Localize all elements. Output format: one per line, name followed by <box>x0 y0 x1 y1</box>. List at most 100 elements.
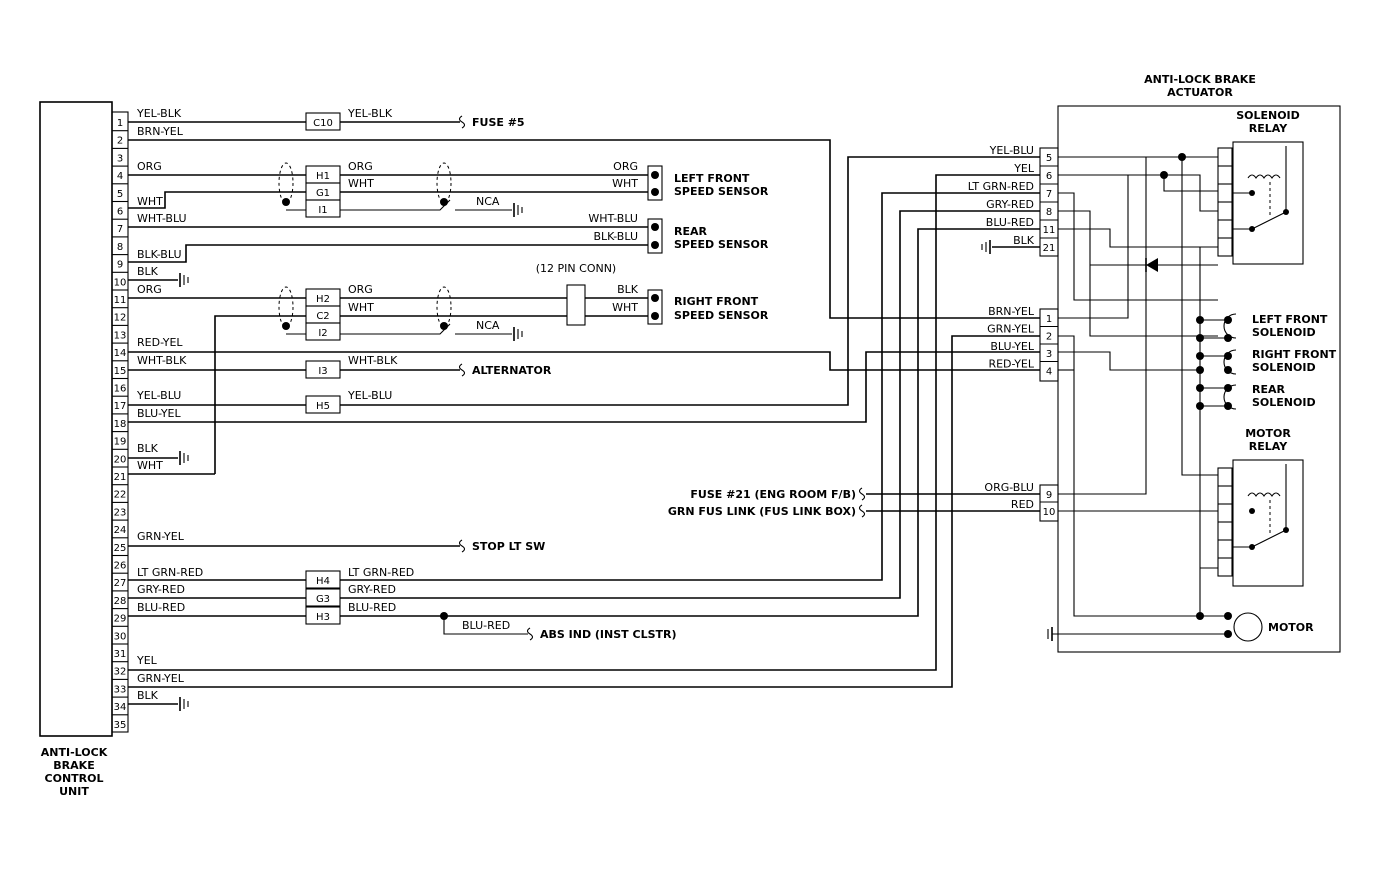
actuator-pin-11: 11 <box>1043 225 1056 236</box>
pin-number-3: 3 <box>117 153 123 164</box>
control-unit-body <box>39 101 113 737</box>
pin-number-27: 27 <box>114 578 127 589</box>
pin-number-17: 17 <box>114 401 127 412</box>
connector-i2: I2 <box>318 328 327 339</box>
connector-c10: C10 <box>313 118 333 129</box>
control-unit-title-4: UNIT <box>59 785 89 798</box>
pin-number-9: 9 <box>117 260 123 271</box>
wire-label-pin7: WHT-BLU <box>137 212 187 225</box>
actuator-pin-5: 5 <box>1046 153 1052 164</box>
pin-number-23: 23 <box>114 507 127 518</box>
rf-sensor-wire-b: WHT <box>612 301 638 314</box>
speed-sensors: ORG WHT LEFT FRONT SPEED SENSOR WHT-BLU … <box>536 160 769 325</box>
wire-label-pin33: GRN-YEL <box>137 672 185 685</box>
pin-number-11: 11 <box>114 295 127 306</box>
wire-label-pin14: RED-YEL <box>137 336 183 349</box>
ground-symbols <box>179 203 1053 711</box>
rear-solenoid-label-2: SOLENOID <box>1252 396 1316 409</box>
rf-sensor-wire-a: BLK <box>617 283 639 296</box>
lf-sensor-label-2: SPEED SENSOR <box>674 185 769 198</box>
motor-relay-label-2: RELAY <box>1249 440 1288 453</box>
ecu-wire-labels: YEL-BLK BRN-YEL ORG WHT WHT-BLU BLK-BLU … <box>136 107 203 702</box>
junction-dots <box>282 198 448 620</box>
inline-connectors: C10 H1 G1 I1 H2 C2 I2 I3 H5 H4 G3 H3 <box>305 112 586 625</box>
actuator-wire-label-5: YEL-BLU <box>989 144 1034 157</box>
rf-solenoid-label-2: SOLENOID <box>1252 361 1316 374</box>
actuator-wire-label-2: GRN-YEL <box>987 323 1035 336</box>
motor-label: MOTOR <box>1268 621 1314 634</box>
dest-alternator: ALTERNATOR <box>472 364 552 377</box>
wire-label-pin34: BLK <box>137 689 159 702</box>
wire-label-h1-out: ORG <box>348 160 373 173</box>
wire-label-h3-out: BLU-RED <box>348 601 396 614</box>
pin-number-35: 35 <box>114 720 127 731</box>
connector-h1: H1 <box>316 171 330 182</box>
dest-stop-lt-sw: STOP LT SW <box>472 540 545 553</box>
ground-icon <box>513 203 523 217</box>
ground-icon <box>513 327 523 341</box>
pin-number-12: 12 <box>114 313 127 324</box>
rear-sensor-label-2: SPEED SENSOR <box>674 238 769 251</box>
actuator-pin-21: 21 <box>1043 243 1056 254</box>
solenoid-relay: SOLENOID RELAY <box>1217 109 1304 265</box>
actuator-wire-label-7: LT GRN-RED <box>968 180 1034 193</box>
actuator-pin-6: 6 <box>1046 171 1052 182</box>
wire-label-pin9: BLK-BLU <box>137 248 182 261</box>
wire-label-pin2: BRN-YEL <box>137 125 184 138</box>
pin-number-25: 25 <box>114 543 127 554</box>
actuator-body <box>1057 105 1341 653</box>
wire-label-pin18: BLU-YEL <box>137 407 182 420</box>
rear-sensor-label-1: REAR <box>674 225 707 238</box>
connector-h2: H2 <box>316 294 330 305</box>
control-unit-title-1: ANTI-LOCK <box>41 746 108 759</box>
pin-number-5: 5 <box>117 189 123 200</box>
control-unit-title-2: BRAKE <box>53 759 94 772</box>
actuator-wire-label-11: BLU-RED <box>986 216 1034 229</box>
pin-number-4: 4 <box>117 171 123 182</box>
actuator-pin-3: 3 <box>1046 349 1052 360</box>
ground-icon <box>179 697 189 711</box>
motor-relay: MOTOR RELAY <box>1200 427 1304 587</box>
connector-h5: H5 <box>316 401 330 412</box>
connector-g1: G1 <box>316 188 330 199</box>
lf-sensor-label-1: LEFT FRONT <box>674 172 750 185</box>
motor-relay-label-1: MOTOR <box>1245 427 1291 440</box>
lf-solenoid-label-1: LEFT FRONT <box>1252 313 1328 326</box>
wire-label-pin1: YEL-BLK <box>136 107 182 120</box>
dest-nca-1: NCA <box>476 195 500 208</box>
wire-label-abs-ind: BLU-RED <box>462 619 510 632</box>
wire-label-h5-out: YEL-BLU <box>347 389 392 402</box>
wire-label-pin25: GRN-YEL <box>137 530 185 543</box>
actuator-pin-4: 4 <box>1046 367 1052 378</box>
dest-fuse21: FUSE #21 (ENG ROOM F/B) <box>690 488 856 501</box>
ground-icon <box>1047 627 1053 641</box>
pin-number-21: 21 <box>114 472 127 483</box>
pin-number-6: 6 <box>117 207 123 218</box>
twelve-pin-connector-label: (12 PIN CONN) <box>536 262 616 275</box>
connector-c2: C2 <box>316 311 329 322</box>
wire-label-h2-out: ORG <box>348 283 373 296</box>
rf-solenoid-label-1: RIGHT FRONT <box>1252 348 1337 361</box>
pin-number-19: 19 <box>114 437 127 448</box>
wire-label-pin4: ORG <box>137 160 162 173</box>
wire-label-pin15: WHT-BLK <box>137 354 187 367</box>
wire-label-c2-out: WHT <box>348 301 374 314</box>
wire-label-pin5: WHT <box>137 195 163 208</box>
pin-number-32: 32 <box>114 667 127 678</box>
destinations: FUSE #5 ALTERNATOR STOP LT SW ABS IND (I… <box>458 115 866 641</box>
solenoid-relay-label-2: RELAY <box>1249 122 1288 135</box>
dest-abs-ind: ABS IND (INST CLSTR) <box>540 628 677 641</box>
wire-paths <box>128 121 1040 705</box>
pin-number-10: 10 <box>114 277 127 288</box>
actuator-pin-1: 1 <box>1046 314 1052 325</box>
actuator-title-1: ANTI-LOCK BRAKE <box>1144 73 1256 86</box>
actuator-wire-label-10: RED <box>1011 498 1034 511</box>
pin-number-14: 14 <box>114 348 127 359</box>
control-unit-title-3: CONTROL <box>45 772 104 785</box>
pin-number-20: 20 <box>114 454 127 465</box>
dest-fuse5: FUSE #5 <box>472 116 525 129</box>
pin-number-13: 13 <box>114 330 127 341</box>
